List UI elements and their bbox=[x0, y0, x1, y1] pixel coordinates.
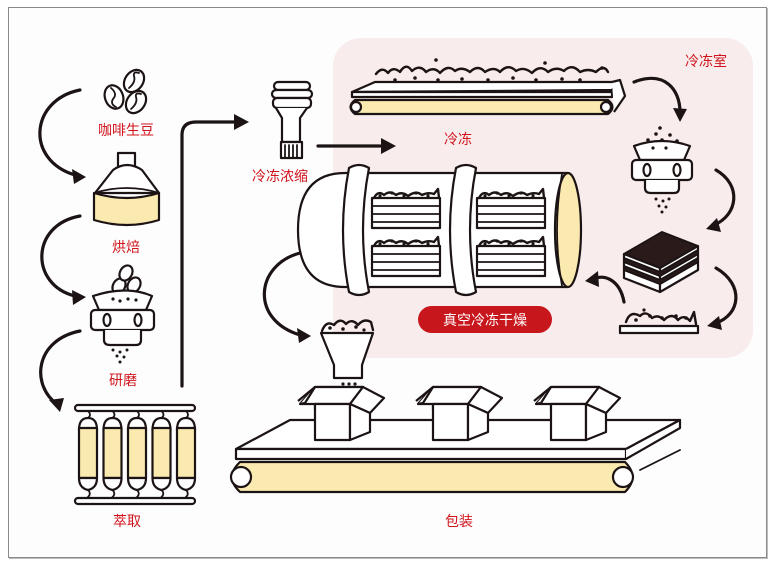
grinder-icon bbox=[89, 264, 156, 364]
drying-tray bbox=[370, 235, 442, 278]
extraction-columns-icon bbox=[73, 403, 197, 506]
label-green-beans: 咖啡生豆 bbox=[98, 123, 154, 139]
concentrator-icon bbox=[270, 80, 314, 160]
arrow-tray-to-drum bbox=[585, 271, 626, 304]
extraction-column bbox=[175, 410, 197, 499]
label-extraction: 萃取 bbox=[113, 514, 141, 530]
label-freezer-room: 冷冻室 bbox=[685, 53, 727, 70]
funnel-icon bbox=[319, 319, 375, 398]
vacuum-freeze-drying-badge: 真空冷冻干燥 bbox=[418, 306, 552, 333]
roaster-icon bbox=[92, 151, 161, 227]
conveyor-freezing-icon bbox=[349, 58, 627, 116]
extraction-top-rail bbox=[73, 403, 197, 413]
arrow-beans-to-roasting bbox=[38, 88, 86, 184]
packaging-conveyor-icon bbox=[229, 385, 682, 494]
extraction-column bbox=[151, 410, 172, 499]
arrow-freezer-2 bbox=[706, 168, 736, 232]
frozen-slab-grinder-icon bbox=[630, 126, 694, 214]
coffee-beans-icon bbox=[103, 68, 148, 115]
arrow-freezer-1 bbox=[632, 76, 687, 122]
arrow-roasting-to-grinding bbox=[40, 214, 86, 305]
arrow-concentration-to-freezing bbox=[316, 138, 396, 154]
label-vacuum-freeze-drying: 真空冷冻干燥 bbox=[443, 312, 527, 329]
extraction-column bbox=[126, 410, 148, 499]
drying-tray bbox=[475, 187, 547, 230]
packaging-box bbox=[297, 385, 386, 442]
extraction-column bbox=[102, 410, 123, 499]
arrow-drum-to-packaging bbox=[262, 251, 311, 343]
packaging-box bbox=[533, 385, 622, 442]
label-grinding: 研磨 bbox=[109, 373, 137, 389]
packaging-box bbox=[415, 385, 504, 442]
granules-tray-icon bbox=[618, 308, 700, 335]
drying-tray bbox=[475, 235, 547, 278]
label-roasting: 烘焙 bbox=[112, 240, 140, 256]
arrow-grinding-to-extraction bbox=[39, 329, 82, 412]
label-freeze-concentration: 冷冻浓缩 bbox=[252, 168, 308, 185]
arrow-freezer-3 bbox=[707, 266, 738, 330]
label-packaging: 包装 bbox=[445, 514, 473, 530]
label-freezing: 冷冻 bbox=[444, 131, 472, 148]
extraction-column bbox=[77, 410, 99, 499]
drying-tray bbox=[370, 187, 442, 230]
arrow-extraction-to-concentration bbox=[180, 114, 249, 388]
vacuum-drum-icon bbox=[296, 163, 583, 297]
extraction-bottom-rail bbox=[73, 496, 197, 506]
frozen-coffee-block-icon bbox=[622, 231, 700, 294]
